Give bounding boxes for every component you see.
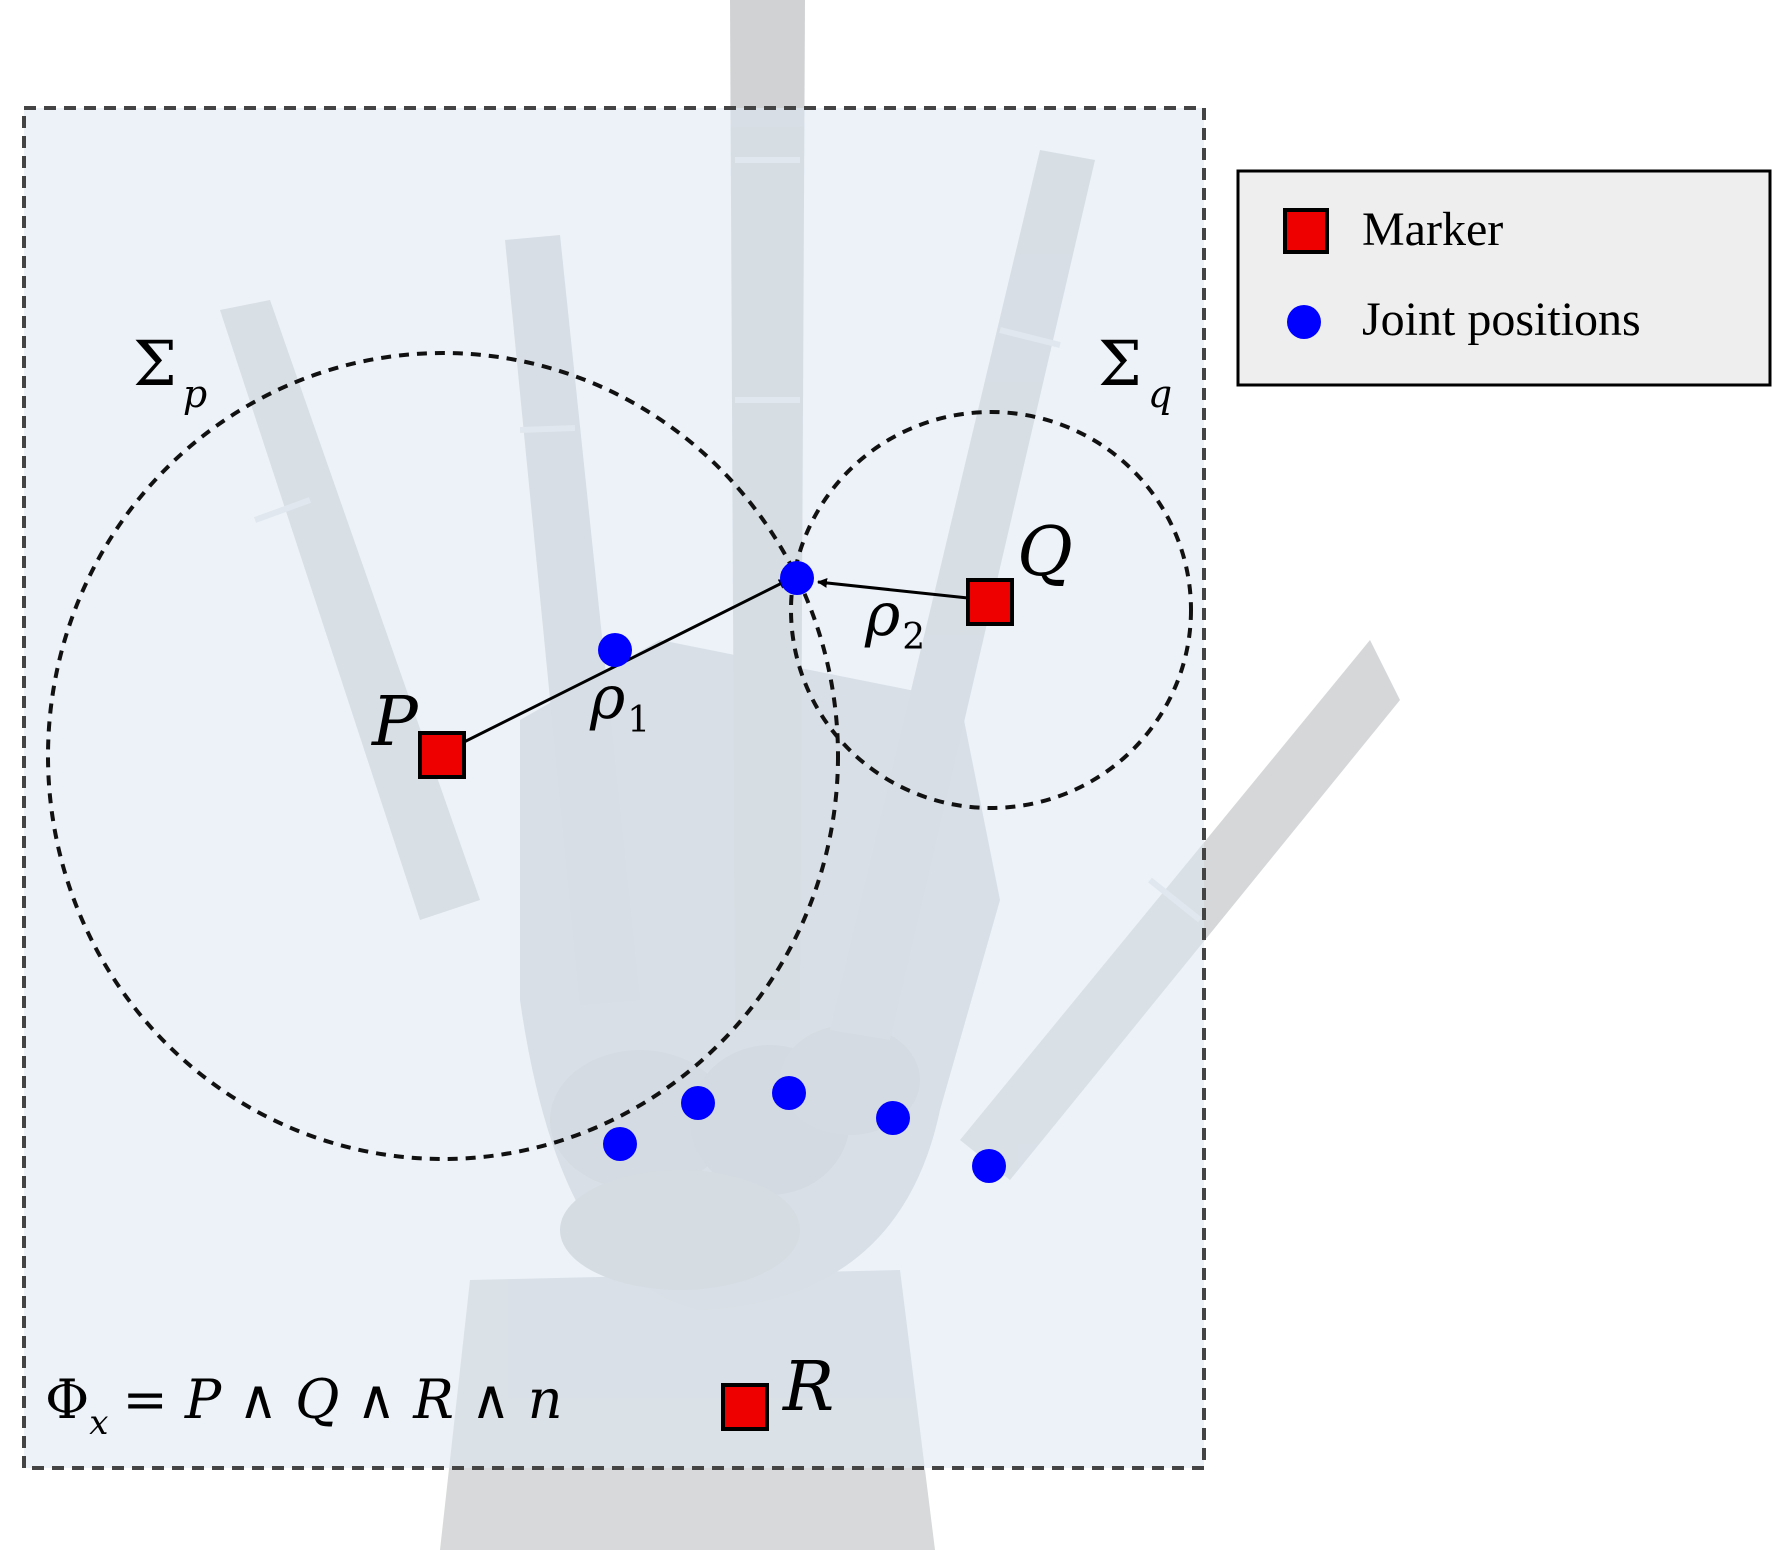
joint-point — [681, 1086, 715, 1120]
joint-point — [972, 1149, 1006, 1183]
marker-r — [721, 1383, 769, 1431]
label-rho2: ρ2 — [864, 580, 925, 658]
region-box — [22, 106, 1206, 1470]
blue-dot-icon — [1287, 305, 1321, 339]
legend: Marker Joint positions — [1236, 169, 1772, 387]
red-square-marker-icon — [1283, 208, 1329, 254]
marker-p — [418, 731, 466, 779]
joint-point — [876, 1101, 910, 1135]
joint-point — [603, 1127, 637, 1161]
legend-box — [1236, 169, 1772, 387]
label-rho1: ρ1 — [589, 663, 650, 741]
sigma-q-circle — [789, 410, 1193, 810]
joint-point — [780, 561, 814, 595]
joint-point — [598, 633, 632, 667]
joint-positions — [598, 561, 1006, 1183]
label-p: P — [370, 683, 419, 762]
rho2-arrow — [817, 577, 969, 600]
sigma-p-circle — [46, 351, 840, 1161]
legend-label-joint-positions: Joint positions — [1362, 293, 1641, 346]
label-r: R — [781, 1348, 834, 1427]
marker-q — [966, 578, 1014, 626]
joint-point — [772, 1076, 806, 1110]
label-q: Q — [1017, 513, 1073, 592]
legend-label-marker: Marker — [1362, 203, 1503, 256]
formula: Φx= P ∧ Q ∧ R ∧ n — [45, 1368, 562, 1443]
